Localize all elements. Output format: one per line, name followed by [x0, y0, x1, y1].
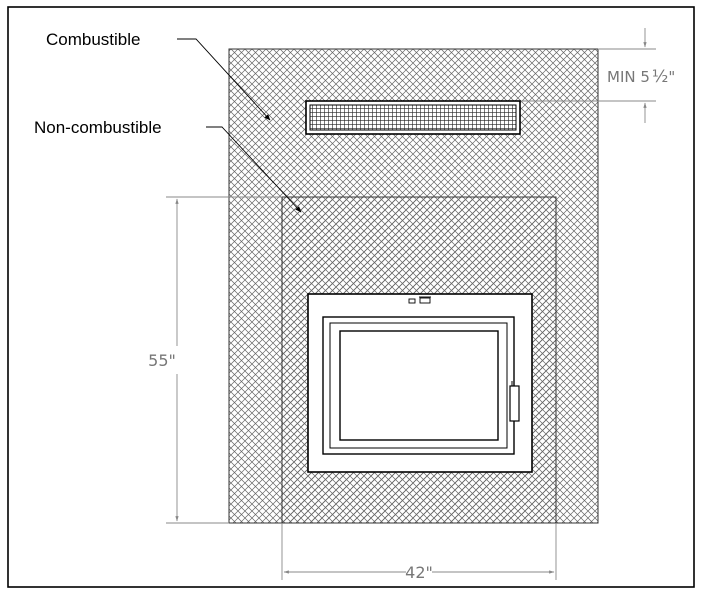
- control-knob-right-icon: [419, 297, 431, 304]
- non-combustible-leader: [206, 126, 302, 213]
- door-handle: [509, 385, 520, 422]
- top-clearance-prefix: MIN 5: [607, 68, 650, 86]
- top-clearance-unit: ": [668, 68, 675, 86]
- non-combustible-label: Non-combustible: [34, 118, 162, 137]
- width-dimension-label: 42": [405, 563, 433, 582]
- top-clearance-fraction: ½: [652, 67, 668, 87]
- fireplace-glass: [339, 330, 499, 441]
- combustible-label: Combustible: [46, 30, 141, 49]
- top-grille-mesh: [309, 104, 517, 131]
- control-knob-left-icon: [408, 298, 416, 304]
- combustible-leader: [177, 38, 271, 121]
- height-dimension-label: 55": [148, 351, 176, 370]
